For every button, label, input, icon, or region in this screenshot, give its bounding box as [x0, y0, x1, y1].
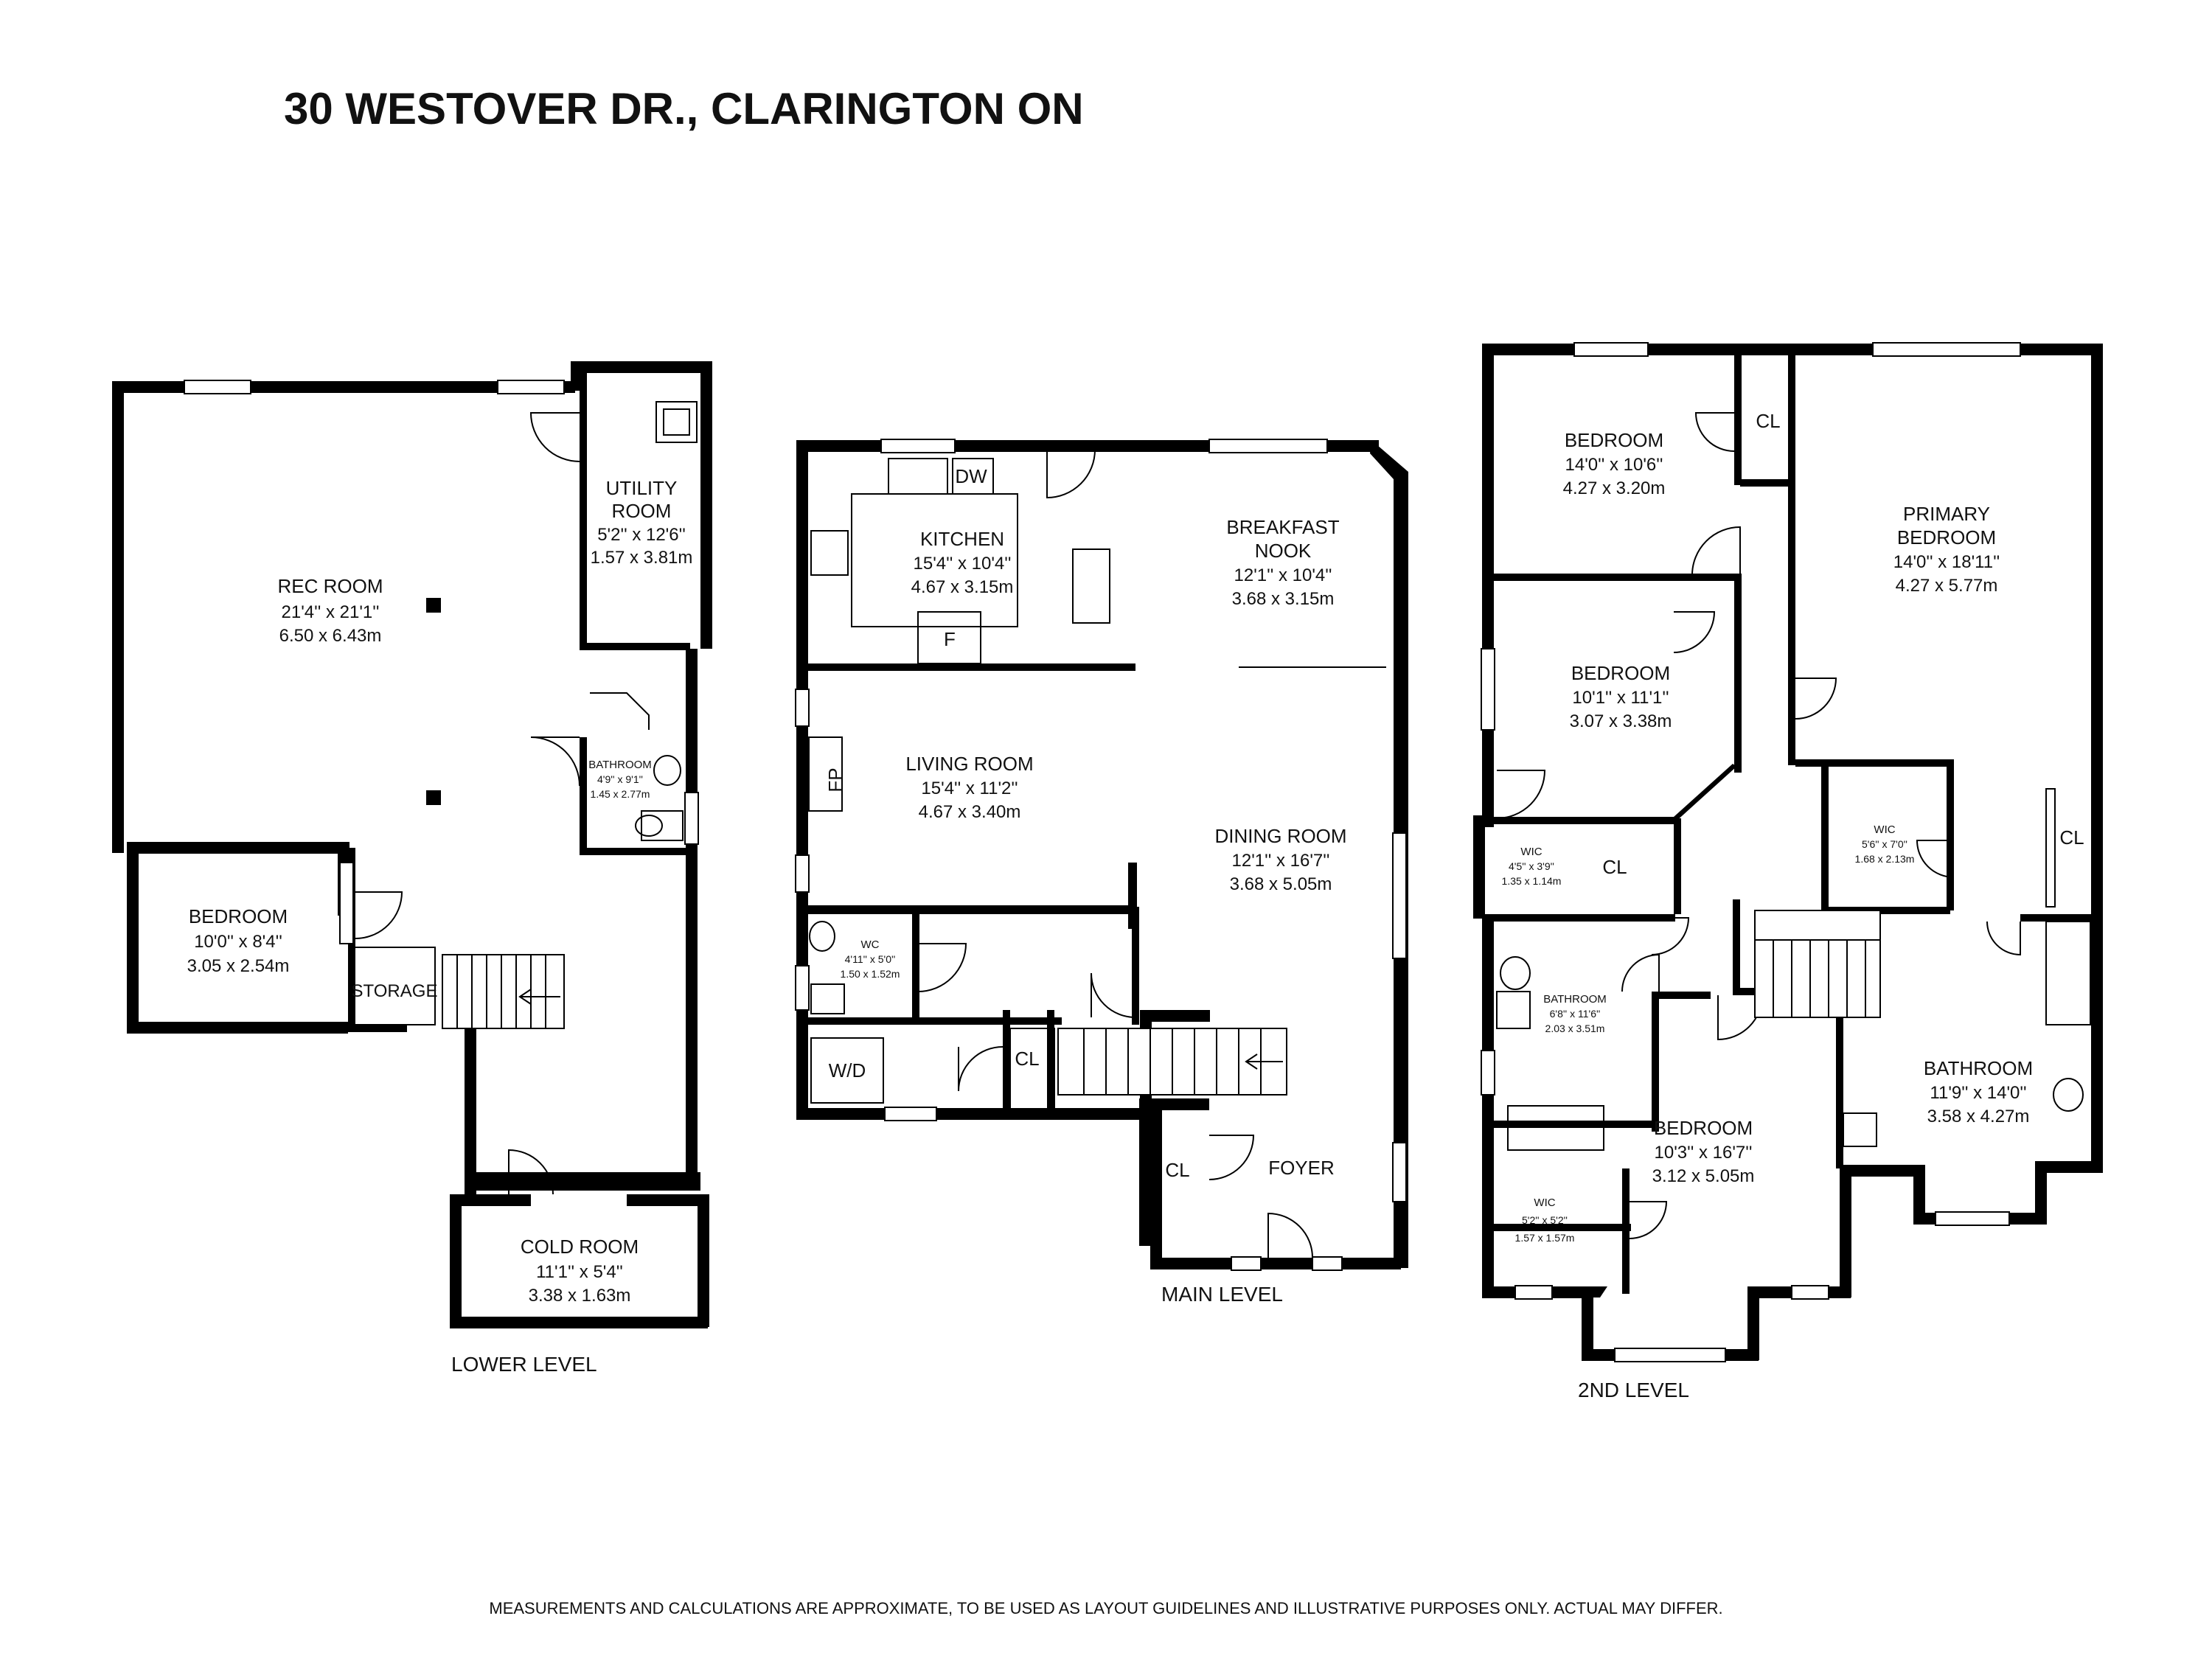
cold-room-label: COLD ROOM — [521, 1236, 639, 1258]
utility-room-label: UTILITY — [606, 477, 678, 499]
breakfast-nook-metric: 3.68 x 3.15m — [1232, 589, 1335, 609]
dining-room-imperial: 12'1'' x 16'7'' — [1232, 851, 1330, 871]
main-level-label: MAIN LEVEL — [1161, 1283, 1283, 1306]
living-room-imperial: 15'4'' x 11'2'' — [921, 779, 1018, 798]
wic-3-metric: 1.57 x 1.57m — [1515, 1232, 1575, 1244]
bedroom-3-label: BEDROOM — [1654, 1117, 1753, 1139]
wc-label: WC — [861, 938, 880, 951]
foyer-label: FOYER — [1268, 1157, 1335, 1179]
kitchen-imperial: 15'4'' x 10'4'' — [914, 554, 1012, 574]
second-level-plan: CL CL CL BEDROOM 14'0'' x 10'6'' 4.27 x … — [1473, 342, 2103, 1401]
hall-closet-label: CL — [1602, 856, 1627, 878]
second-level-label: 2ND LEVEL — [1578, 1379, 1689, 1401]
wc-metric: 1.50 x 1.52m — [841, 968, 900, 980]
lower-bedroom-label: BEDROOM — [189, 905, 288, 927]
page-title: 30 WESTOVER DR., CLARINGTON ON — [284, 84, 1084, 133]
cold-room-metric: 3.38 x 1.63m — [529, 1286, 631, 1306]
breakfast-nook-label: BREAKFAST — [1226, 516, 1339, 538]
wic-1-imperial: 4'5'' x 3'9'' — [1509, 860, 1554, 872]
wc-imperial: 4'11'' x 5'0'' — [845, 953, 896, 965]
living-room-label: LIVING ROOM — [905, 753, 1033, 775]
kitchen-label: KITCHEN — [920, 528, 1004, 550]
wic-3-label: WIC — [1534, 1197, 1555, 1209]
bathroom-1-imperial: 6'8'' x 11'6'' — [1550, 1008, 1601, 1020]
fridge-label: F — [944, 628, 956, 650]
primary-bedroom-label-2: BEDROOM — [1897, 526, 1996, 548]
lower-bathroom-imperial: 4'9'' x 9'1'' — [597, 773, 643, 785]
wic-1-metric: 1.35 x 1.14m — [1502, 875, 1562, 887]
rec-room-label: REC ROOM — [278, 575, 383, 597]
bathroom-2-imperial: 11'9'' x 14'0'' — [1930, 1083, 2026, 1103]
bathroom-1-label: BATHROOM — [1543, 993, 1607, 1006]
wic-2-label: WIC — [1874, 823, 1895, 836]
bedroom-2-metric: 3.07 x 3.38m — [1570, 711, 1672, 731]
storage-label: STORAGE — [352, 981, 438, 1001]
bedroom-1-imperial: 14'0'' x 10'6'' — [1565, 455, 1663, 475]
rec-room-metric: 6.50 x 6.43m — [279, 626, 382, 646]
kitchen-metric: 4.67 x 3.15m — [911, 577, 1014, 597]
disclaimer: MEASUREMENTS AND CALCULATIONS ARE APPROX… — [489, 1599, 1722, 1617]
primary-bedroom-imperial: 14'0'' x 18'11'' — [1893, 552, 2000, 572]
foyer-closet-label: CL — [1165, 1159, 1189, 1181]
bedroom-1-metric: 4.27 x 3.20m — [1563, 478, 1666, 498]
dining-room-label: DINING ROOM — [1214, 825, 1346, 847]
utility-room-label-2: ROOM — [612, 500, 672, 522]
washer-dryer-label: W/D — [829, 1059, 866, 1081]
main-closet-label: CL — [1015, 1048, 1039, 1070]
wic-2-metric: 1.68 x 2.13m — [1855, 853, 1915, 865]
bedroom-1-label: BEDROOM — [1565, 429, 1663, 451]
bedroom-2-label: BEDROOM — [1571, 662, 1670, 684]
primary-closet-label: CL — [2059, 826, 2084, 849]
rec-room-imperial: 21'4'' x 21'1'' — [282, 602, 380, 622]
wic-3-imperial: 5'2'' x 5'2'' — [1522, 1214, 1568, 1226]
bedroom-closet-label: CL — [1756, 410, 1780, 432]
bathroom-1-metric: 2.03 x 3.51m — [1545, 1023, 1605, 1034]
breakfast-nook-imperial: 12'1'' x 10'4'' — [1234, 565, 1332, 585]
utility-room-imperial: 5'2'' x 12'6'' — [597, 525, 686, 545]
primary-bedroom-label: PRIMARY — [1903, 503, 1990, 525]
bathroom-2-metric: 3.58 x 4.27m — [1927, 1107, 2030, 1126]
cold-room-imperial: 11'1'' x 5'4'' — [536, 1262, 623, 1282]
primary-bedroom-metric: 4.27 x 5.77m — [1896, 576, 1998, 596]
lower-bedroom-metric: 3.05 x 2.54m — [187, 956, 290, 976]
dining-room-metric: 3.68 x 5.05m — [1230, 874, 1332, 894]
dishwasher-label: DW — [955, 465, 987, 487]
breakfast-nook-label-2: NOOK — [1255, 540, 1312, 562]
lower-level-label: LOWER LEVEL — [451, 1353, 597, 1376]
bedroom-3-imperial: 10'3'' x 16'7'' — [1655, 1143, 1753, 1163]
lower-bedroom-imperial: 10'0'' x 8'4'' — [194, 932, 282, 952]
main-level-plan: DW F FP W/D CL CL KITCHEN 15'4'' x 10'4'… — [795, 439, 1408, 1306]
wic-1-label: WIC — [1520, 846, 1542, 858]
bedroom-3-metric: 3.12 x 5.05m — [1652, 1166, 1755, 1186]
utility-room-metric: 1.57 x 3.81m — [591, 548, 693, 568]
wic-2-imperial: 5'6'' x 7'0'' — [1862, 838, 1907, 850]
lower-bathroom-metric: 1.45 x 2.77m — [591, 788, 650, 800]
bedroom-2-imperial: 10'1'' x 11'1'' — [1572, 688, 1669, 708]
bathroom-2-label: BATHROOM — [1924, 1057, 2033, 1079]
lower-bathroom-label: BATHROOM — [588, 759, 652, 771]
fireplace-label: FP — [824, 767, 846, 792]
lower-level-plan: REC ROOM 21'4'' x 21'1'' 6.50 x 6.43m UT… — [112, 361, 712, 1376]
living-room-metric: 4.67 x 3.40m — [919, 802, 1021, 822]
